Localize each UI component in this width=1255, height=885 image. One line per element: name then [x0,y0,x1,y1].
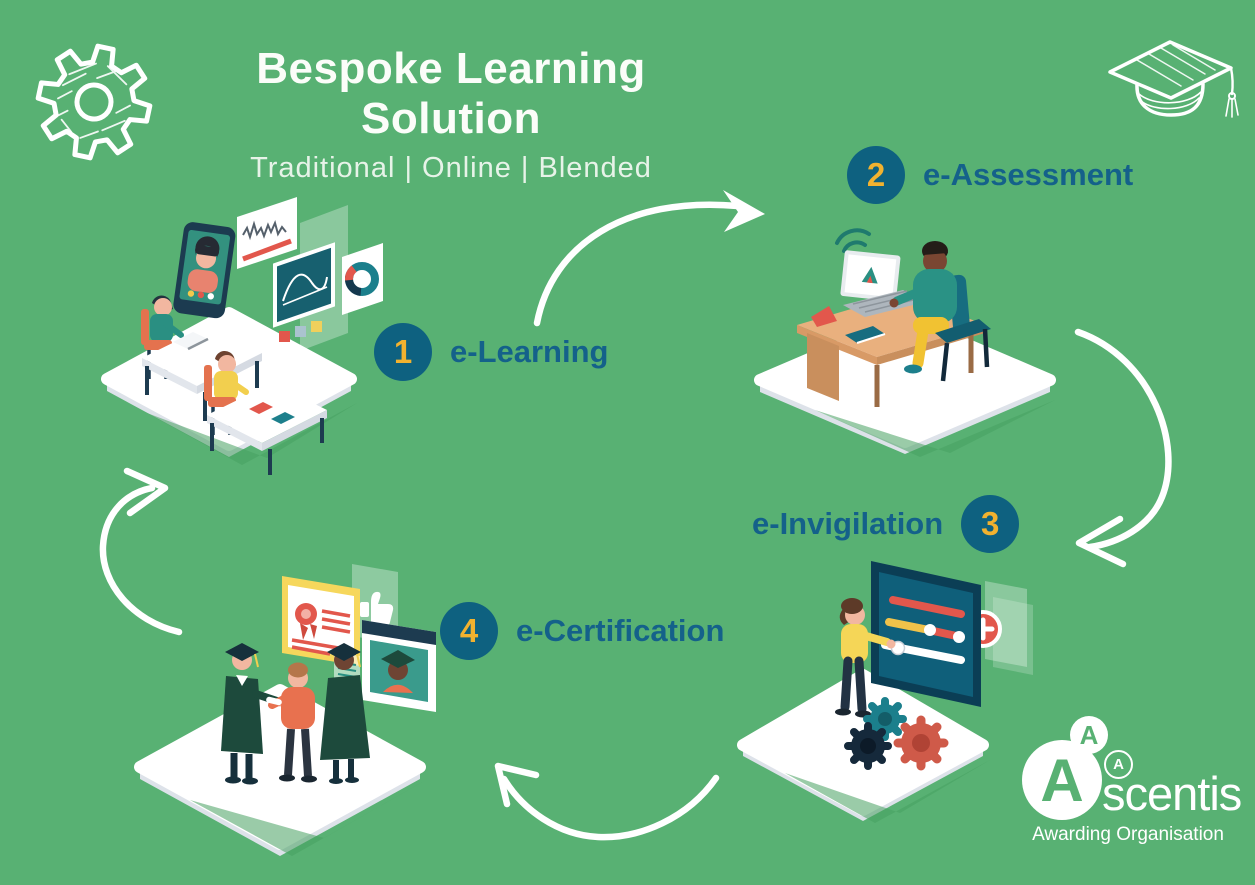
gears [844,697,949,771]
page-subtitle: Traditional | Online | Blended [250,152,652,184]
step-1-label: e-Learning [450,334,609,369]
step-2: 2 e-Assessment [847,146,1133,204]
woman-presenter [835,598,896,718]
logo-tagline: Awarding Organisation [1032,824,1224,845]
student-right [204,350,327,475]
step-4: 4 e-Certification [440,602,724,660]
e-certification-illustration [134,564,436,856]
e-invigilation-illustration [737,561,1033,823]
logo-small-circle-mid: A [1104,750,1133,779]
step-1-number: 1 [393,333,413,370]
arrowhead-2 [1075,515,1127,568]
step-1-badge: 1 [374,323,432,381]
step-3-number: 3 [981,505,1000,542]
e-assessment-illustration [754,228,1056,457]
ascentis-logo: A A A scentis Awarding Organisation [1018,710,1254,860]
gear-teal [863,697,907,741]
gear-icon [35,43,153,161]
header: Bespoke Learning Solution Traditional | … [168,44,734,185]
step-2-badge: 2 [847,146,905,204]
video-call-phone [173,222,236,319]
graduate-right [320,643,370,784]
profile-card [334,620,436,712]
step-4-label: e-Certification [516,613,725,648]
gear-red [893,715,949,771]
step-3-badge: 3 [961,495,1020,553]
donut-chart [344,262,379,296]
arrow-learning-to-assessment [533,201,742,327]
page-title: Bespoke Learning Solution [256,44,646,143]
floating-screens [237,197,383,351]
step-4-badge: 4 [440,602,498,660]
arrow-invigilation-to-certification [500,774,720,841]
step-3-label: e-Invigilation [752,506,944,541]
step-2-label: e-Assessment [923,157,1134,192]
presenter-center [266,662,317,783]
logo-big-a: A [1040,746,1084,814]
e-learning-illustration [101,197,383,475]
logo-small-a-mid: A [1113,756,1124,773]
dashboard-screen [871,561,981,707]
gear-navy [844,722,892,770]
student-at-desk [889,241,991,382]
step-4-number: 4 [459,612,479,649]
logo-big-circle: A [1022,740,1102,820]
step-1: 1 e-Learning [374,323,608,381]
arrow-assessment-to-invigilation [1074,328,1172,551]
step-2-number: 2 [866,156,886,193]
certificate-card [282,576,360,666]
arrowhead-3 [494,762,540,808]
step-3: e-Invigilation 3 [752,495,1020,553]
graduation-cap-icon [1108,40,1239,118]
logo-name: scentis [1102,767,1242,820]
logo-small-a-top: A [1079,719,1099,750]
